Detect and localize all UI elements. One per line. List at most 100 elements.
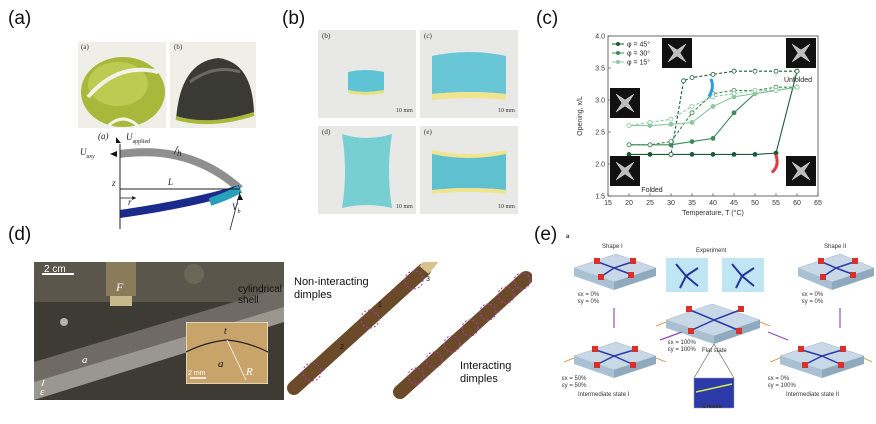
shape-2-strain-y: εy = 0% [802,299,824,305]
data-point [689,120,695,125]
u-axy-symbol: U [80,147,87,157]
panel-e-corner: a [566,234,570,240]
data-point [710,136,716,141]
photo-c [420,30,518,118]
photo-caption-2: (b) [174,43,183,51]
series-line [628,86,798,127]
y-tick-label: 2.5 [595,130,605,137]
l-label: L [168,177,174,187]
photo-e [420,126,518,214]
cylindrical-shell-label: cylindrical shell [238,284,282,306]
x-tick-label: 45 [730,200,738,207]
data-point [689,110,695,116]
data-point [794,84,800,90]
legend-marker [616,42,620,46]
force-label: F [116,280,124,294]
data-point [647,151,653,157]
structure-icon [791,161,811,181]
photo-d-scale: 10 mm [396,204,413,210]
u-applied: Uapplied [126,132,150,145]
dimple-rods [287,262,532,399]
data-point [731,110,737,116]
crease-label: Crease [702,404,723,410]
data-point [689,75,695,80]
legend-entry: φ = 30° [627,50,650,58]
photo-d [318,126,416,214]
structure-icon [615,93,635,113]
intermediate-2-label: Intermediate state II [786,392,840,398]
x-tick-label: 15 [604,200,612,207]
legend-marker [616,51,620,55]
x-tick-label: 30 [667,200,675,207]
u-applied-symbol: U [126,132,133,142]
folded-label: Folded [641,187,663,194]
tennis-ball-photo [78,42,166,128]
x-tick-label: 20 [625,200,633,207]
data-point [710,151,716,157]
shape-2-label: Shape II [824,244,847,250]
panel-d: 2 cm F ε a cylindrical shell t a R 2 mm … [34,262,534,412]
z-label: z [112,178,116,188]
panel-a: (a) (b) (a) Uapplied Uaxy h z L r Vb [70,30,280,231]
a-label-main: a [82,354,88,366]
heating-arrow [770,153,779,174]
shape-1-strain-y: εy = 0% [578,299,600,305]
x-axis-label: Temperature, T (°C) [682,209,744,217]
schematic-label: (a) [98,131,109,141]
legend-entry: φ = 45° [627,41,650,49]
structure-icon [667,43,687,63]
data-point [773,68,779,74]
x-tick-label: 50 [751,200,759,207]
inset-scale: 2 mm [188,370,206,377]
x-tick-label: 60 [793,200,801,207]
data-point [689,104,695,109]
data-point [710,104,716,109]
inverted-shell-photo [170,42,256,128]
intermediate-1-strain-y: εy = 50% [562,383,587,389]
data-point [752,68,758,74]
photo-c-scale: 10 mm [498,108,515,114]
r-label: r [128,197,132,207]
data-point [731,68,737,74]
vb-label: Vb [232,202,241,215]
legend-marker [616,60,620,64]
x-tick-label: 25 [646,200,654,207]
scale-2cm: 2 cm [44,264,66,275]
panel-label-a: (a) [8,8,32,29]
cylinder-small [348,70,384,95]
data-point [647,142,653,148]
inset-r-label: R [246,366,253,378]
photo-b-caption: (b) [322,32,331,40]
photo-e-scale: 10 mm [498,204,515,210]
vb-symbol: V [232,202,238,212]
y-tick-label: 2.0 [595,162,605,169]
shell-schematic [110,137,243,231]
cylinder-large [432,52,506,100]
data-point [773,88,779,93]
photo-b [318,30,416,118]
dimple-inset [186,322,268,384]
marker-1: 1 [378,302,382,309]
data-point [710,94,716,100]
u-axy: Uaxy [80,147,95,160]
y-tick-label: 3.0 [595,98,605,105]
panel-label-d: (d) [8,224,32,245]
cylinder-tall [342,134,392,208]
vb-sub: b [237,208,241,215]
data-point [626,142,632,148]
panel-label-e: (e) [534,224,558,245]
data-point [689,151,695,157]
y-axis-label: Opening, x/L [577,96,584,136]
shape-1-strain-x: εx = 0% [578,292,600,298]
intermediate-2-strain-y: εy = 100% [768,383,796,389]
data-point [668,121,674,127]
panel-label-b: (b) [282,8,306,29]
photo-e-caption: (e) [424,128,432,136]
cylinder-wide [432,150,506,194]
unfolded-label: Unfolded [784,77,812,84]
non-interacting-label: Non-interacting dimples [294,276,369,301]
series-line [629,86,797,146]
intermediate-1-label: Intermediate state I [578,392,630,398]
data-point [681,78,686,84]
